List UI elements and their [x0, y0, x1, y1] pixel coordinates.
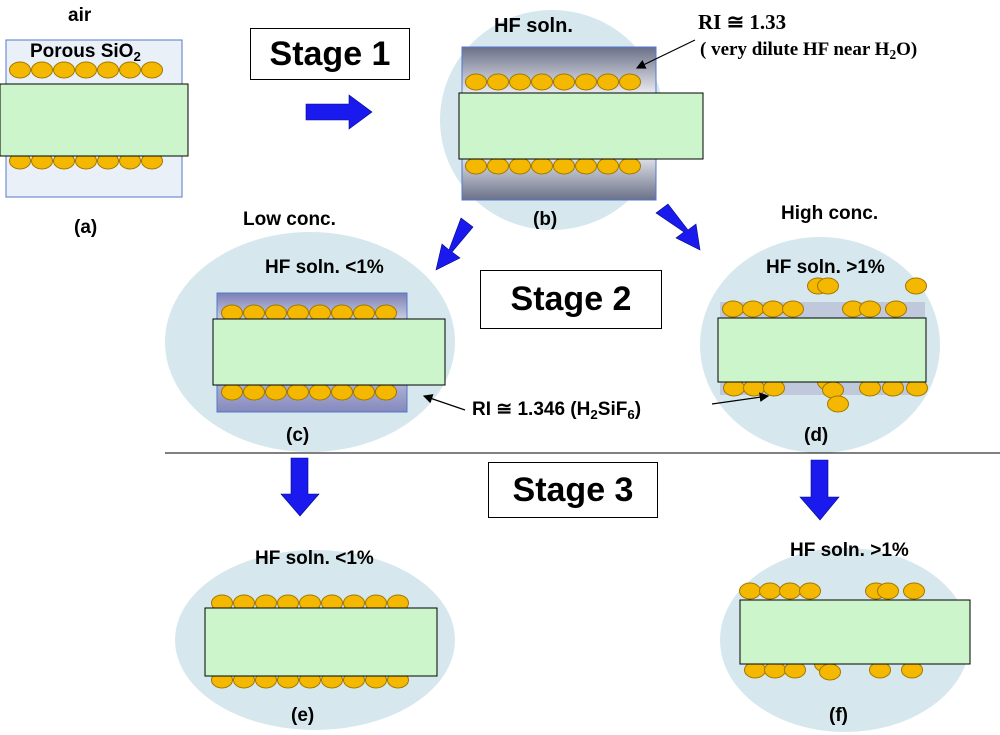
beads-a-bottom	[9, 152, 163, 170]
label-hf-c: HF soln. <1%	[265, 257, 384, 278]
ri-h2sif6: RI ≅ 1.346 (H2SiF6)	[472, 399, 642, 422]
sio2-particle	[265, 383, 287, 401]
sio2-particle	[531, 73, 553, 91]
sio2-particle	[487, 73, 509, 91]
pointer-ri-water	[635, 39, 696, 69]
sio2-particle	[75, 61, 97, 79]
sio2-particle	[739, 582, 761, 600]
sio2-particle	[31, 61, 53, 79]
sio2-particle	[97, 61, 119, 79]
panel-b	[458, 46, 704, 201]
sio2-particle	[759, 582, 781, 600]
substrate-b	[458, 92, 704, 160]
sio2-particle	[877, 582, 899, 600]
sio2-particle	[375, 383, 397, 401]
label-panel-e: (e)	[291, 705, 315, 726]
sio2-particle	[762, 300, 784, 318]
beads-f	[739, 582, 925, 681]
arrow-stage1	[305, 94, 373, 130]
pointer-ri-c	[422, 394, 466, 411]
arrow-b-to-c	[435, 217, 474, 271]
stage-1-box: Stage 1	[250, 28, 410, 80]
sio2-particle	[575, 157, 597, 175]
panel-c	[212, 292, 446, 413]
beads-b-bottom	[465, 157, 641, 175]
label-hf-f: HF soln. >1%	[790, 540, 909, 561]
panel-d	[717, 277, 928, 413]
beads-b-top	[465, 73, 641, 91]
sio2-particle	[465, 73, 487, 91]
sio2-particle	[597, 73, 619, 91]
sio2-particle	[309, 383, 331, 401]
sio2-particle	[859, 300, 881, 318]
label-air: air	[68, 5, 92, 26]
substrate-e	[204, 607, 438, 677]
label-panel-f: (f)	[829, 705, 848, 726]
sio2-particle	[9, 61, 31, 79]
block-arrows	[280, 94, 840, 521]
sio2-particle	[782, 300, 804, 318]
sio2-particle	[742, 300, 764, 318]
substrate-f	[739, 599, 971, 665]
label-high-conc: High conc.	[781, 203, 879, 224]
sio2-particle	[119, 61, 141, 79]
sio2-particle	[575, 73, 597, 91]
panel-a	[0, 39, 189, 198]
sio2-particle	[465, 157, 487, 175]
arrow-b-to-d	[655, 203, 701, 251]
sio2-particle	[597, 157, 619, 175]
sio2-particle	[905, 277, 927, 295]
label-panel-d: (d)	[804, 425, 829, 446]
sio2-particle	[827, 395, 849, 413]
arrow-c-to-e	[280, 457, 320, 517]
sio2-particle	[509, 157, 531, 175]
label-panel-b: (b)	[533, 209, 558, 230]
label-panel-c: (c)	[286, 425, 310, 446]
sio2-particle	[509, 73, 531, 91]
sio2-particle	[619, 157, 641, 175]
sio2-particle	[221, 383, 243, 401]
beads-a-top	[9, 61, 163, 79]
sio2-particle	[885, 300, 907, 318]
panel-f	[739, 582, 971, 681]
sio2-particle	[903, 582, 925, 600]
sio2-particle	[53, 61, 75, 79]
ri-water-value: RI ≅ 1.33	[698, 10, 787, 34]
sio2-particle	[799, 582, 821, 600]
sio2-particle	[722, 300, 744, 318]
sio2-particle	[353, 383, 375, 401]
sio2-particle	[819, 663, 841, 681]
sio2-particle	[822, 381, 844, 399]
stage-3-box: Stage 3	[488, 462, 658, 518]
sio2-particle	[287, 383, 309, 401]
ri-water-note: ( very dilute HF near H2O)	[700, 39, 918, 62]
sio2-particle	[243, 383, 265, 401]
label-hf-d: HF soln. >1%	[766, 257, 885, 278]
pointer-ri-d	[711, 392, 770, 405]
sio2-particle	[331, 383, 353, 401]
arrow-d-to-f	[799, 459, 840, 521]
substrate-a	[0, 83, 189, 157]
label-porous-sio2: Porous SiO2	[30, 41, 141, 64]
sio2-particle	[817, 277, 839, 295]
stage-2-box: Stage 2	[480, 270, 662, 329]
sio2-particle	[779, 582, 801, 600]
sio2-particle	[531, 157, 553, 175]
label-panel-a: (a)	[74, 217, 98, 238]
sio2-particle	[141, 61, 163, 79]
sio2-particle	[553, 73, 575, 91]
substrate-d	[717, 317, 927, 383]
label-low-conc: Low conc.	[243, 209, 336, 230]
label-hf-e: HF soln. <1%	[255, 548, 374, 569]
label-hf-b: HF soln.	[494, 15, 573, 37]
sio2-particle	[487, 157, 509, 175]
sio2-particle	[619, 73, 641, 91]
substrate-c	[212, 318, 446, 386]
sio2-particle	[553, 157, 575, 175]
pointer-lines	[422, 39, 770, 411]
panel-e	[204, 594, 438, 689]
